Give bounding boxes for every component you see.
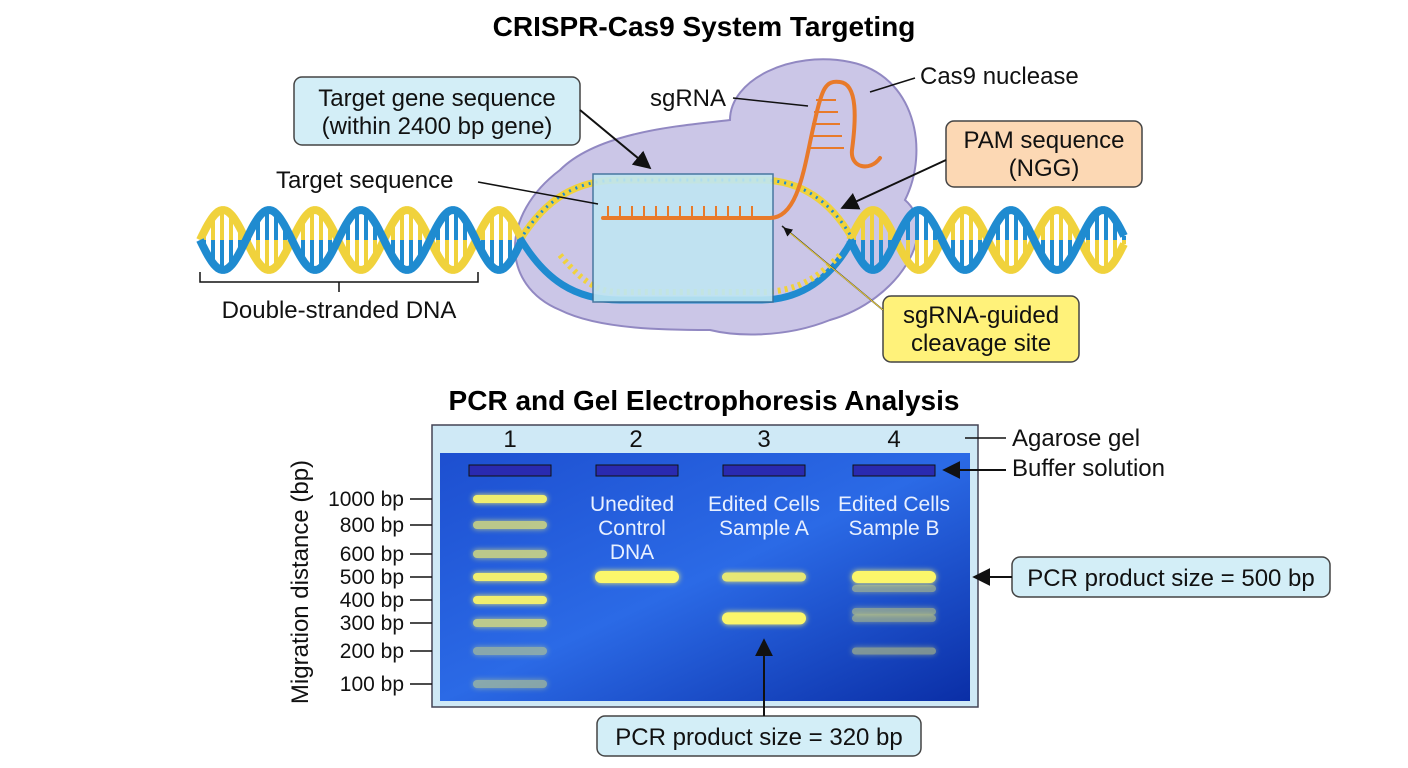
cleavage-line1: sgRNA-guided bbox=[903, 302, 1059, 329]
dsdna-label: Double-stranded DNA bbox=[222, 297, 457, 324]
ladder-band bbox=[473, 550, 547, 558]
target-gene-arrow bbox=[579, 109, 652, 170]
ladder-band bbox=[473, 619, 547, 627]
ladder-tick-label: 400 bp bbox=[340, 589, 404, 612]
lane-2-caption-line3: DNA bbox=[610, 541, 654, 564]
ladder-tick-label: 300 bp bbox=[340, 612, 404, 635]
gel-well-3 bbox=[722, 464, 806, 477]
ladder-tick-label: 500 bp bbox=[340, 566, 404, 589]
diagram-title: CRISPR-Cas9 System Targeting bbox=[493, 11, 916, 42]
gel-y-axis-label: Migration distance (bp) bbox=[287, 460, 314, 704]
ladder-band bbox=[473, 495, 547, 503]
lane-number-2: 2 bbox=[629, 426, 642, 453]
lane-2-caption-line2: Control bbox=[598, 517, 666, 540]
gel-band bbox=[852, 608, 936, 615]
lane-4-caption-line2: Sample B bbox=[848, 517, 939, 540]
target-sequence-label: Target sequence bbox=[276, 167, 453, 194]
lane-2-caption-line1: Unedited bbox=[590, 493, 674, 516]
pam-line2: (NGG) bbox=[1009, 155, 1080, 182]
pam-line1: PAM sequence bbox=[964, 127, 1125, 154]
cleavage-line2: cleavage site bbox=[911, 330, 1051, 357]
sgrna-label: sgRNA bbox=[650, 85, 726, 112]
callout-320-box bbox=[596, 715, 922, 757]
ladder-tick-label: 1000 bp bbox=[328, 488, 404, 511]
ladder-band bbox=[473, 596, 547, 604]
lane-3-caption-line1: Edited Cells bbox=[708, 493, 820, 516]
target-gene-line1: Target gene sequence bbox=[318, 85, 556, 112]
ladder-band bbox=[473, 573, 547, 581]
band-group bbox=[595, 571, 936, 655]
gel-band bbox=[852, 571, 936, 583]
dsdna-bracket bbox=[199, 272, 479, 283]
ladder-tick-label: 200 bp bbox=[340, 640, 404, 663]
cas9-label: Cas9 nuclease bbox=[920, 63, 1079, 90]
dna-strand-yellow bbox=[196, 206, 526, 274]
sgrna-hairpin-ticks bbox=[808, 99, 844, 149]
ladder-band bbox=[473, 647, 547, 655]
dna-strand-blue bbox=[846, 206, 1128, 274]
callout-500-text: PCR product size = 500 bp bbox=[1027, 565, 1315, 592]
agarose-gel-label: Agarose gel bbox=[1012, 425, 1140, 452]
cleavage-callout bbox=[882, 295, 1080, 363]
gel-band bbox=[852, 614, 936, 622]
gel-band bbox=[852, 647, 936, 655]
ladder-tick-label: 800 bp bbox=[340, 514, 404, 537]
buffer-solution-label: Buffer solution bbox=[1012, 455, 1165, 482]
ladder-band bbox=[473, 680, 547, 688]
lane-3-caption-line2: Sample A bbox=[719, 517, 809, 540]
gel-well-1 bbox=[468, 464, 552, 477]
pam-arrow bbox=[840, 159, 947, 210]
lane-4-caption-line1: Edited Cells bbox=[838, 493, 950, 516]
pam-callout bbox=[945, 120, 1143, 188]
ladder-band bbox=[473, 521, 547, 529]
dna-helix-right bbox=[846, 206, 1128, 274]
target-sequence-box bbox=[592, 173, 774, 303]
gel-band bbox=[722, 572, 806, 582]
lane-number-4: 4 bbox=[887, 426, 900, 453]
gel-band bbox=[852, 585, 936, 592]
lane-number-1: 1 bbox=[503, 426, 516, 453]
gel-well-2 bbox=[595, 464, 679, 477]
ladder-tick-label: 600 bp bbox=[340, 543, 404, 566]
sgrna-strand bbox=[601, 79, 882, 220]
callout-320-text: PCR product size = 320 bp bbox=[615, 724, 903, 751]
gel-band bbox=[722, 612, 806, 625]
target-gene-line2: (within 2400 bp gene) bbox=[322, 113, 553, 140]
gel-well-4 bbox=[852, 464, 936, 477]
gel-title: PCR and Gel Electrophoresis Analysis bbox=[449, 385, 960, 416]
gel-band bbox=[595, 571, 679, 583]
ladder-tick-label: 100 bp bbox=[340, 673, 404, 696]
dna-strand-blue bbox=[196, 206, 526, 274]
dna-helix-left bbox=[196, 206, 526, 274]
lane-number-3: 3 bbox=[757, 426, 770, 453]
